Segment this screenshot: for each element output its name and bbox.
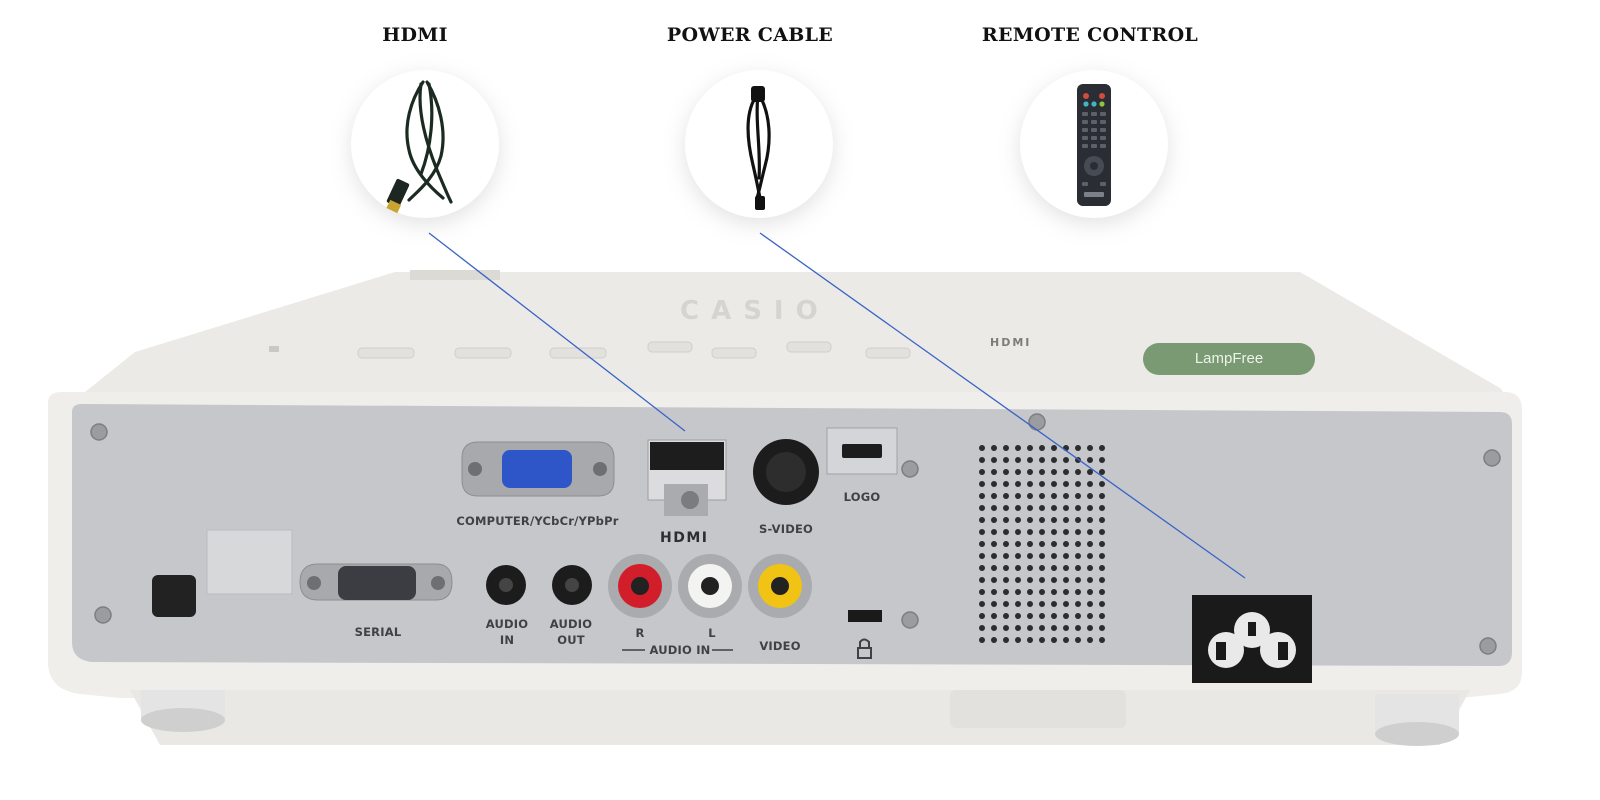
kensington-lock-icon bbox=[857, 638, 872, 659]
audio-l-rca[interactable] bbox=[678, 554, 742, 618]
serial-port[interactable] bbox=[299, 563, 453, 601]
power-cable-image bbox=[685, 70, 833, 218]
svideo-port[interactable] bbox=[753, 439, 819, 505]
projector-foot bbox=[141, 690, 225, 732]
power-pointer-line bbox=[759, 232, 1246, 579]
audio-out-label: AUDIO OUT bbox=[549, 617, 593, 647]
hdmi-title: HDMI bbox=[382, 24, 448, 46]
brand-logo: CASIO bbox=[680, 296, 830, 326]
audio-in-rca-label: AUDIO IN bbox=[649, 643, 711, 657]
right-channel-label: R bbox=[635, 626, 645, 640]
lampfree-badge: LampFree bbox=[1143, 343, 1315, 375]
projector-foot bbox=[1375, 694, 1459, 746]
video-rca[interactable] bbox=[748, 554, 812, 618]
power-inlet[interactable] bbox=[1192, 595, 1312, 683]
hdmi-port[interactable] bbox=[647, 439, 727, 516]
audio-out-jack[interactable] bbox=[552, 565, 592, 605]
audio-in-label: AUDIO IN bbox=[485, 617, 529, 647]
logo-usb-port[interactable] bbox=[826, 427, 898, 475]
audio-r-rca[interactable] bbox=[608, 554, 672, 618]
left-channel-label: L bbox=[708, 626, 716, 640]
vga-port[interactable] bbox=[461, 441, 615, 497]
logo-label: LOGO bbox=[843, 490, 881, 504]
computer-port-label: COMPUTER/YCbCr/YPbPr bbox=[456, 514, 619, 528]
remote-control-icon bbox=[1077, 84, 1111, 206]
hdmi-cable-image bbox=[351, 70, 499, 218]
svideo-label: S-VIDEO bbox=[759, 522, 813, 536]
hdmi-port-logo: HDMI bbox=[660, 530, 709, 546]
remote-control-image bbox=[1020, 70, 1168, 218]
serial-label: SERIAL bbox=[354, 625, 402, 639]
security-slot bbox=[848, 610, 882, 622]
top-hdmi-logo: HDMI bbox=[990, 336, 1032, 349]
hdmi-pointer-line bbox=[428, 232, 686, 432]
audio-in-jack[interactable] bbox=[486, 565, 526, 605]
power-cable-icon bbox=[746, 86, 771, 210]
video-label: VIDEO bbox=[759, 639, 801, 653]
power-cable-title: POWER CABLE bbox=[666, 24, 834, 46]
speaker-grille bbox=[979, 445, 1105, 643]
hdmi-cable-icon bbox=[386, 80, 453, 214]
remote-control-title: REMOTE CONTROL bbox=[981, 24, 1199, 46]
